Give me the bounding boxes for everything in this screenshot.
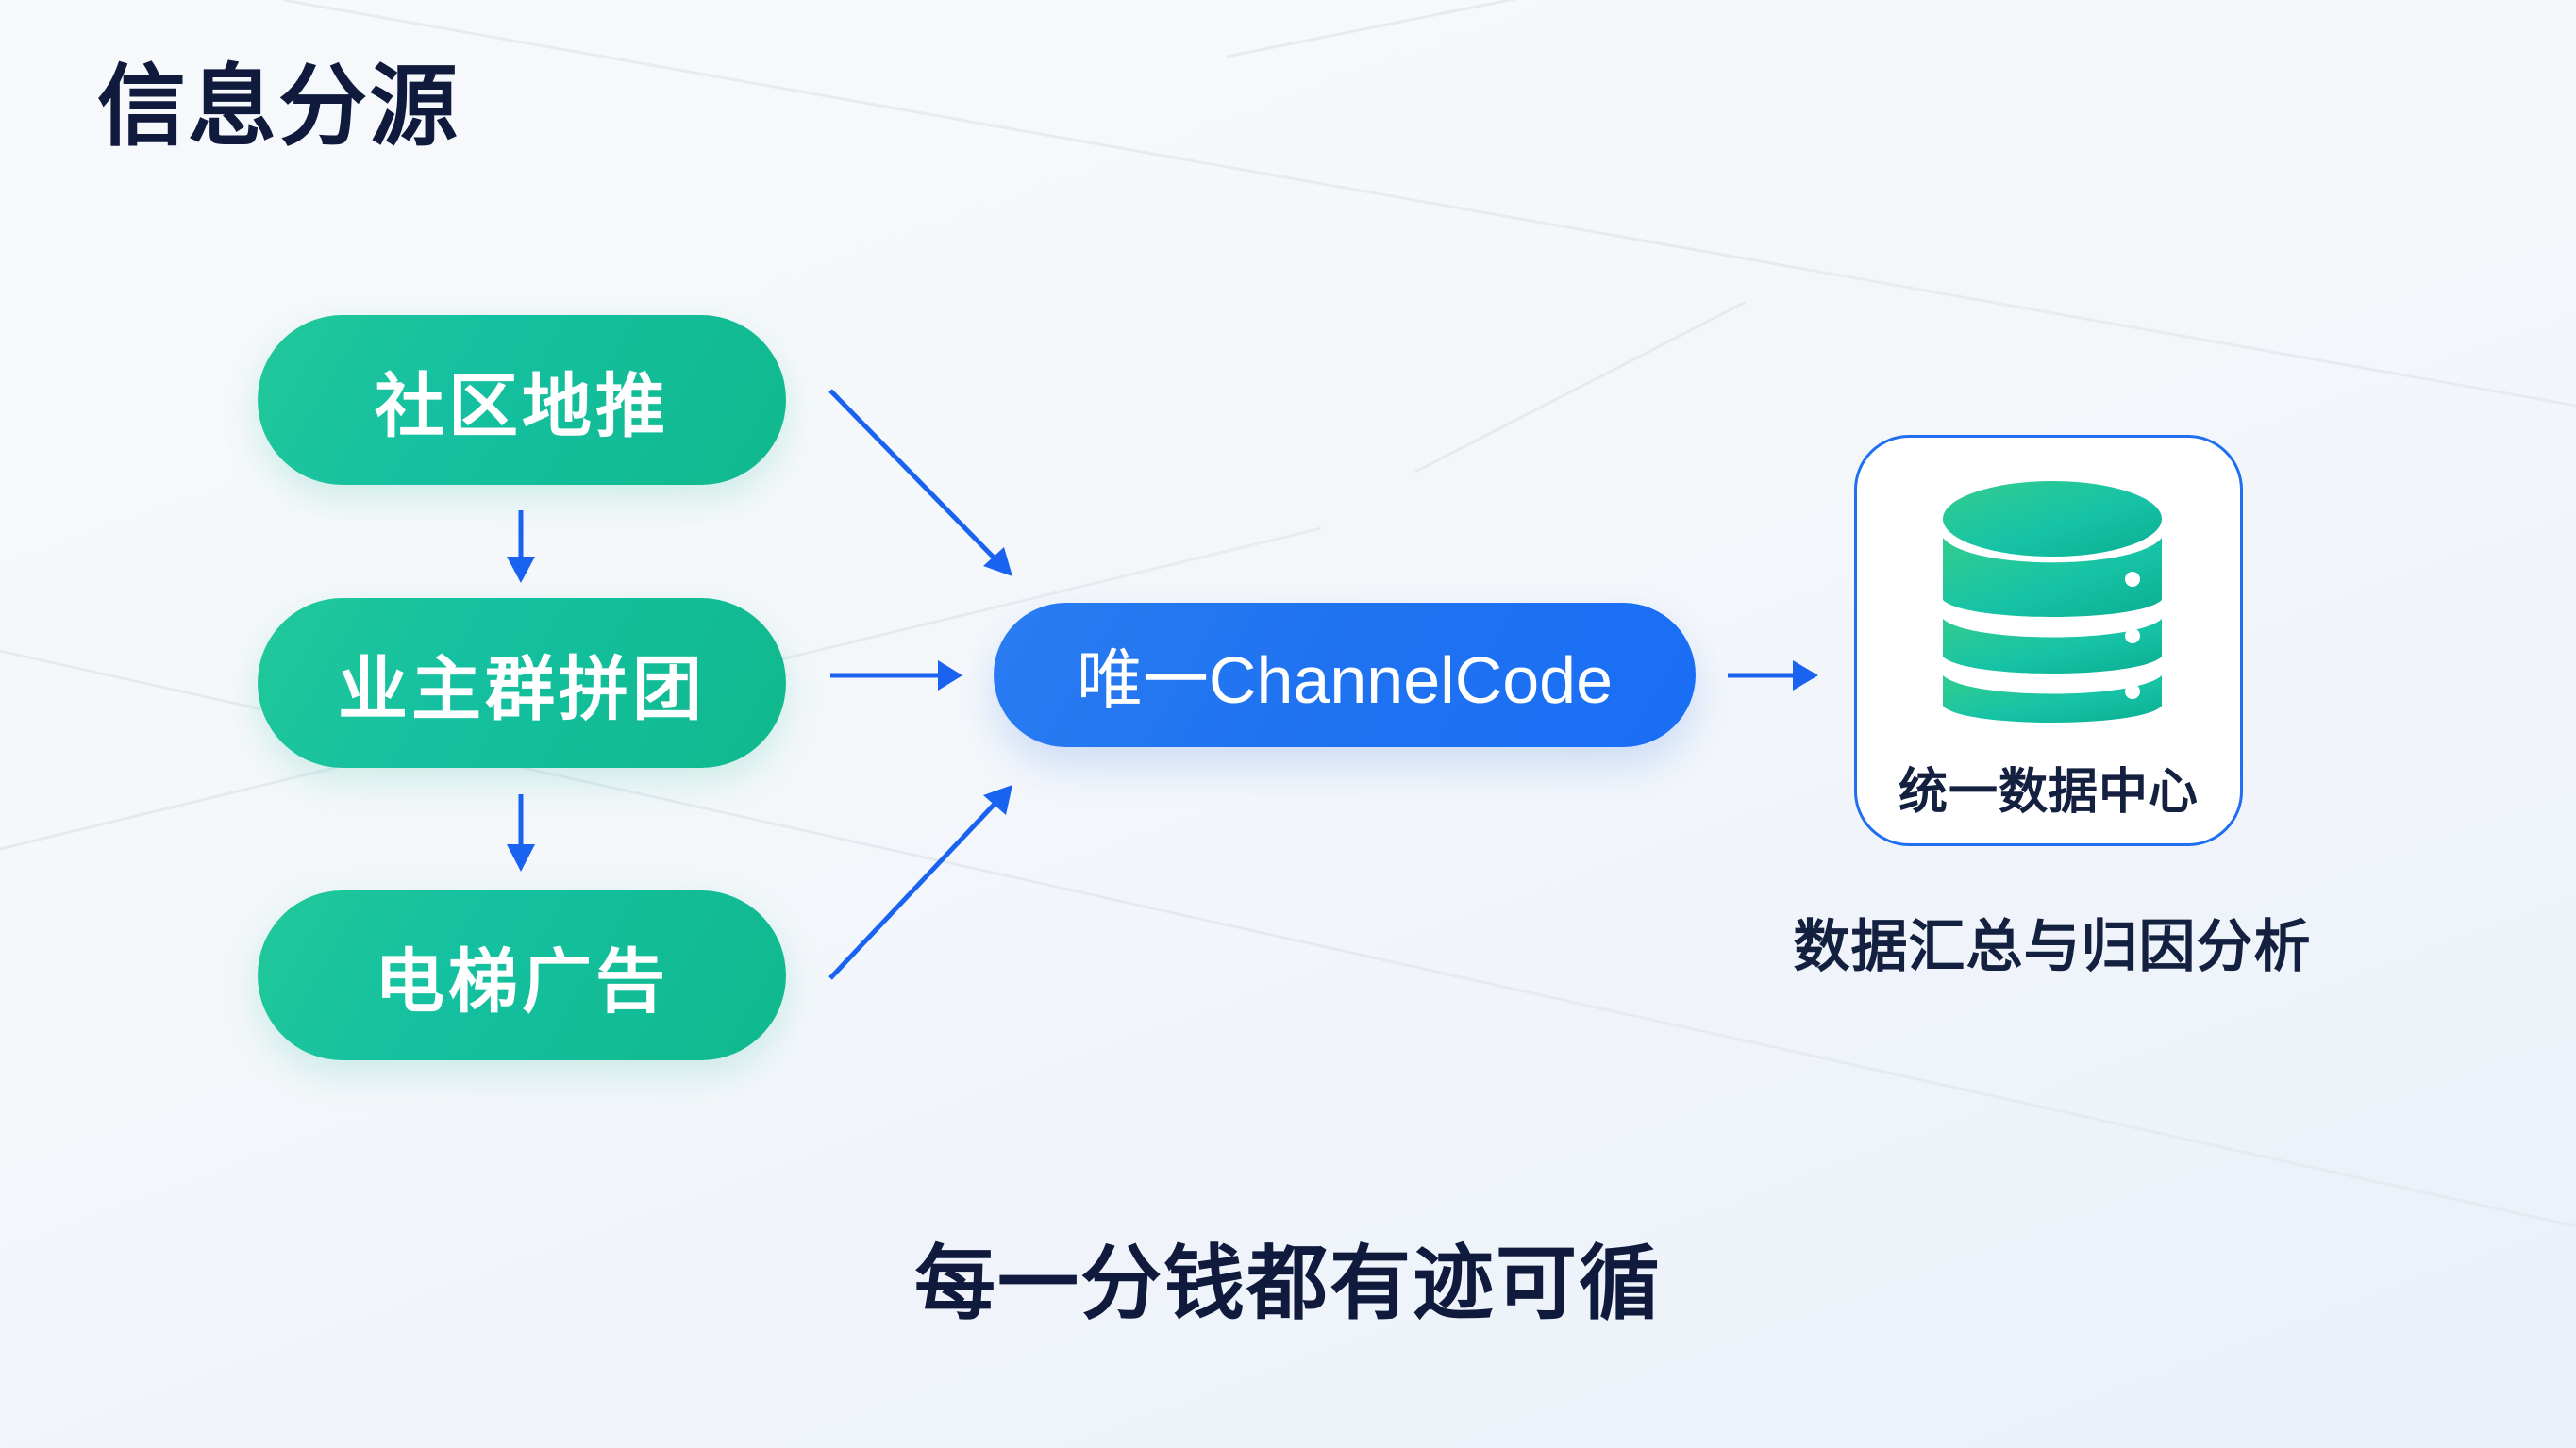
source-label: 业主群拼团 — [338, 648, 706, 730]
tagline: 每一分钱都有迹可循 — [914, 1237, 1662, 1331]
hub-label: 唯一ChannelCode — [1076, 643, 1614, 717]
source-label: 电梯广告 — [375, 940, 669, 1023]
data-center-label: 统一数据中心 — [1898, 764, 2199, 821]
page-title: 信息分源 — [97, 56, 460, 158]
source-pill-community: 社区地推 — [258, 315, 786, 485]
source-label: 社区地推 — [375, 365, 669, 447]
source-pill-owner-group: 业主群拼团 — [258, 598, 786, 768]
database-icon — [1943, 481, 2162, 723]
source-pill-elevator-ad: 电梯广告 — [258, 890, 786, 1060]
data-center-caption: 数据汇总与归因分析 — [1793, 914, 2312, 980]
data-center-card: 统一数据中心 — [1854, 435, 2243, 846]
channel-code-hub: 唯一ChannelCode — [994, 603, 1696, 747]
